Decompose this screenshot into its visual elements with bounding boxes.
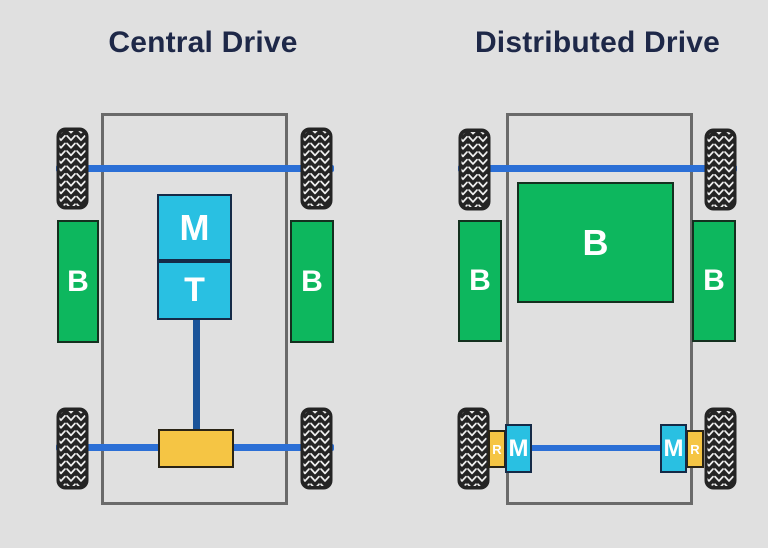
distributed-motor-right-label: M [663,434,684,462]
central-front-left-tire-icon [56,127,89,210]
distributed-front-left-tire-icon [458,128,491,211]
central-rear-left-tire-icon [56,407,89,490]
central-battery-right-label: B [301,264,323,298]
central-battery-left: B [57,220,99,343]
distributed-motor-left: M [505,424,532,473]
distributed-front-axle [458,165,737,172]
distributed-front-right-tire-icon [704,128,737,211]
distributed-rear-axle [530,445,663,451]
distributed-reducer-right-label: R [690,441,700,457]
central-driveshaft [193,320,200,432]
central-motor-box: M [157,194,232,261]
central-differential-box [158,429,234,468]
distributed-rear-right-tire-icon [704,407,737,490]
central-front-axle [56,165,334,172]
distributed-battery-left-label: B [469,264,491,297]
distributed-motor-right: M [660,424,687,473]
distributed-battery-left: B [458,220,502,342]
central-rear-right-tire-icon [300,407,333,490]
central-battery-left-label: B [67,264,89,298]
distributed-motor-left-label: M [508,434,529,462]
central-motor-label: M [179,206,210,248]
distributed-drive-title: Distributed Drive [474,26,721,59]
central-transmission-label: T [184,271,205,309]
distributed-reducer-left-label: R [492,441,502,457]
distributed-reducer-left: R [488,430,506,468]
distributed-battery-center-label: B [582,221,609,263]
central-drive-title: Central Drive [108,26,298,59]
distributed-rear-left-tire-icon [457,407,490,490]
distributed-battery-right: B [692,220,736,342]
central-front-right-tire-icon [300,127,333,210]
central-battery-right: B [290,220,334,343]
central-chassis-outline [101,113,288,505]
distributed-chassis-outline [506,113,693,505]
distributed-battery-right-label: B [703,264,725,297]
distributed-battery-center: B [517,182,674,303]
distributed-reducer-right: R [686,430,704,468]
central-transmission-box: T [157,261,232,320]
